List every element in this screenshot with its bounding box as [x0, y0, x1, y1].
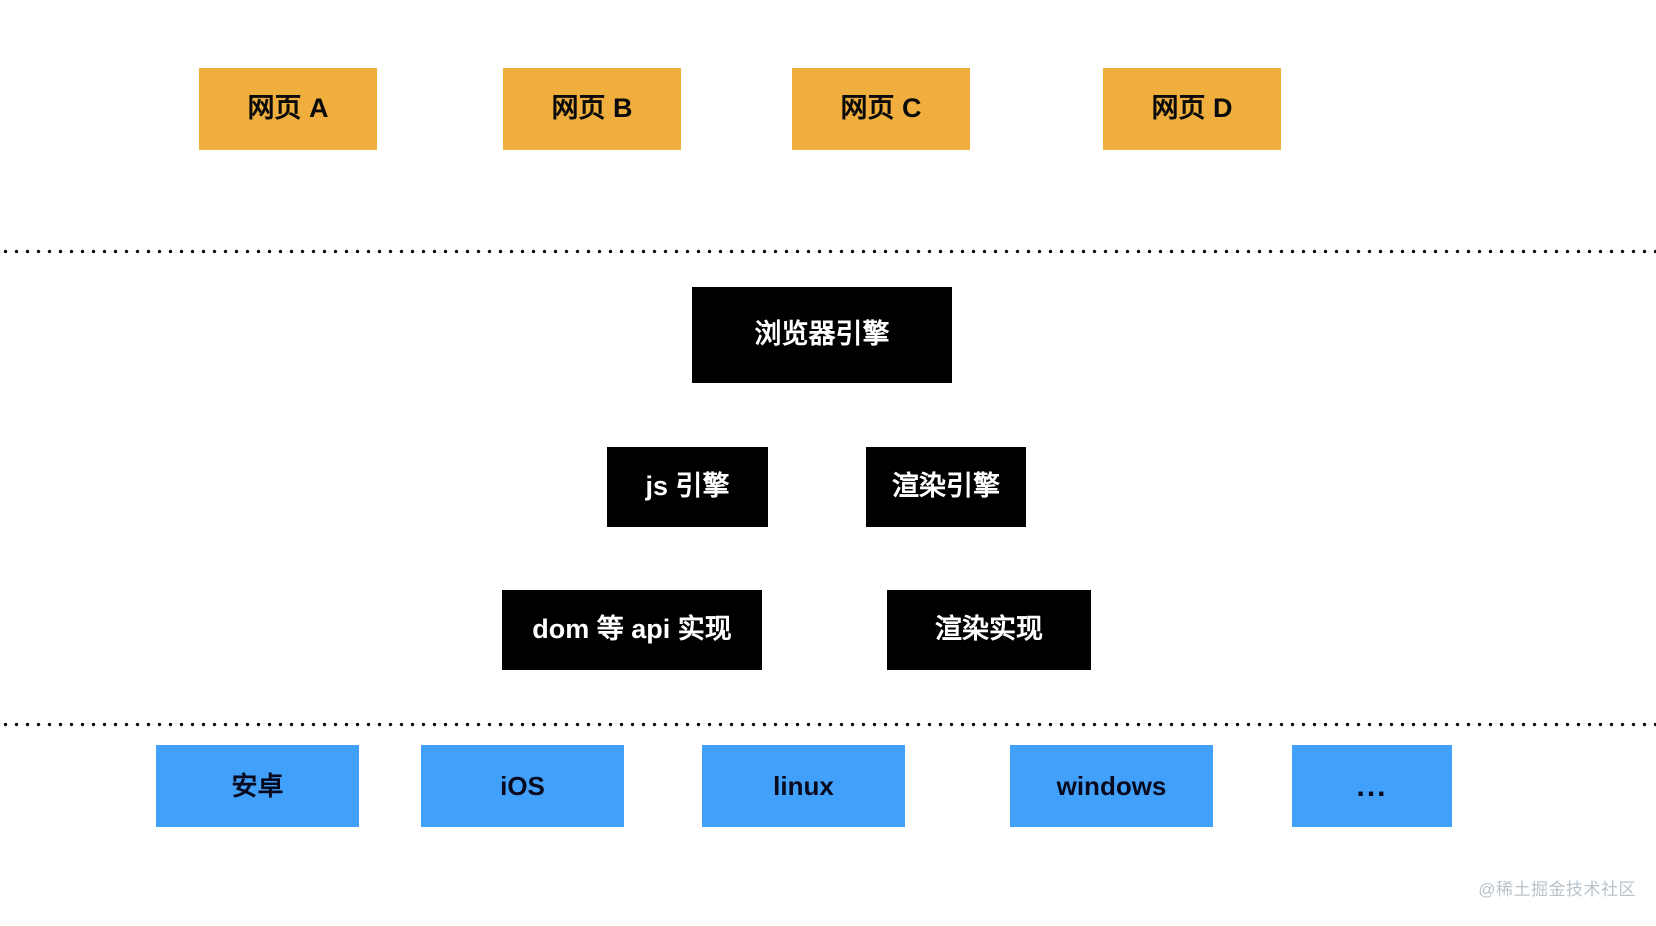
- os-node-label: windows: [1056, 770, 1167, 801]
- os-node-label: 安卓: [231, 770, 284, 801]
- web-page-node-网页-d: 网页 D: [1103, 68, 1281, 150]
- os-node-ios: iOS: [421, 745, 624, 827]
- web-page-node-网页-c: 网页 C: [792, 68, 970, 150]
- os-node-linux: linux: [702, 745, 905, 827]
- web-page-node-网页-b: 网页 B: [503, 68, 681, 150]
- os-node-label: linux: [773, 770, 834, 801]
- engine-node-label: 浏览器引擎: [754, 319, 890, 350]
- web-page-node-label: 网页 D: [1151, 93, 1233, 124]
- engine-node-js-引擎: js 引擎: [607, 447, 768, 527]
- engine-node-渲染引擎: 渲染引擎: [866, 447, 1026, 527]
- engine-node-label: 渲染引擎: [892, 471, 1000, 502]
- os-node-label: iOS: [500, 770, 545, 801]
- engine-node-label: dom 等 api 实现: [532, 614, 732, 645]
- engine-node-label: js 引擎: [645, 471, 730, 502]
- engine-node-渲染实现: 渲染实现: [887, 590, 1091, 670]
- web-page-node-label: 网页 A: [247, 93, 329, 124]
- os-node-label: ...: [1356, 769, 1388, 803]
- os-node-node: ...: [1292, 745, 1452, 827]
- web-page-node-label: 网页 C: [840, 93, 922, 124]
- os-node-windows: windows: [1010, 745, 1213, 827]
- web-page-node-网页-a: 网页 A: [199, 68, 377, 150]
- engine-node-浏览器引擎: 浏览器引擎: [692, 287, 952, 383]
- engine-node-dom-等-api-实现: dom 等 api 实现: [502, 590, 762, 670]
- divider-engine-os: [0, 722, 1656, 727]
- engine-node-label: 渲染实现: [935, 614, 1043, 645]
- web-page-node-label: 网页 B: [551, 93, 633, 124]
- watermark: @稀土掘金技术社区: [1478, 880, 1636, 899]
- os-node-安卓: 安卓: [156, 745, 359, 827]
- divider-pages-engine: [0, 249, 1656, 254]
